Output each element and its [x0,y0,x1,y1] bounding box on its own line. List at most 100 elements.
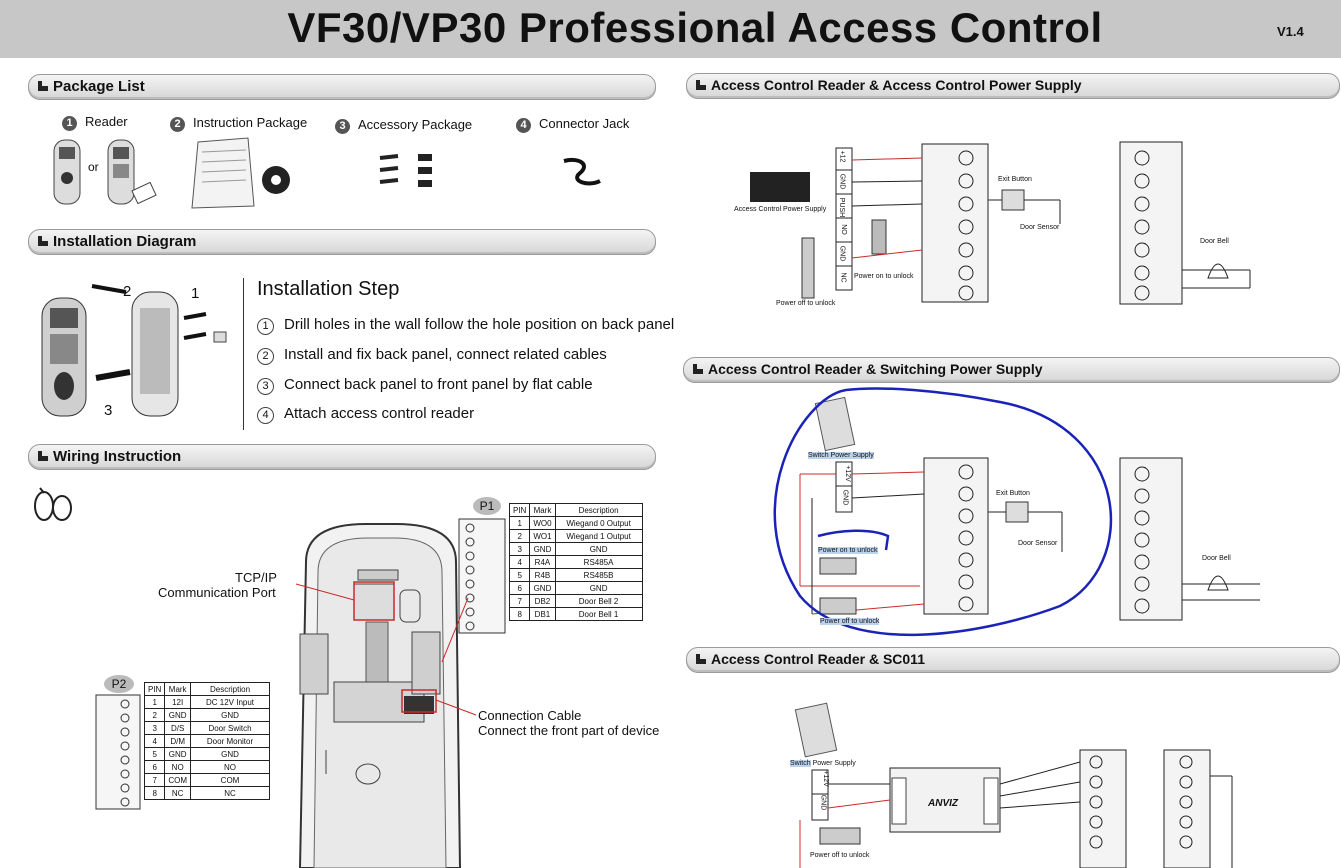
exit-button-label: Exit Button [996,490,1030,497]
item-label: Connector Jack [539,116,630,131]
terminal-label: NO [839,224,847,235]
step-number: 1 [257,318,274,335]
section-header-installation: Installation Diagram [28,229,656,255]
table-cell: 2 [508,529,531,543]
title-bar [0,0,1341,58]
section-header-wiring: Wiring Instruction [28,444,656,470]
table-cell: GND [529,581,556,595]
p1-terminal-block [458,518,506,634]
device-brand: ANVIZ [928,798,958,809]
step-text: Install and fix back panel, connect rela… [284,346,607,363]
section-header-package-list: Package List [28,74,656,100]
item-number: 4 [516,118,531,133]
step-text: Attach access control reader [284,405,475,422]
table-cell: 3 [508,542,531,556]
item-label: Reader [85,114,128,129]
tcp-label-2: Communication Port [158,585,276,600]
table-cell: RS485A [554,555,643,569]
section-title: Access Control Reader & Access Control P… [711,77,1082,93]
table-cell: Wiegand 0 Output [554,516,643,530]
door-bell-label: Door Bell [1202,555,1231,562]
table-header: Description [190,682,271,696]
power-on-label: Power on to unlock [854,273,914,280]
table-cell: 3 [143,721,166,735]
exit-button-label: Exit Button [998,176,1032,183]
cable-ring-icon [34,487,72,521]
table-cell: DB2 [529,594,556,608]
table-cell: GND [190,708,271,722]
door-bell-label: Door Bell [1200,238,1229,245]
table-cell: 5 [508,568,531,582]
callout-3: 3 [104,402,113,419]
section-title: Access Control Reader & SC011 [711,651,925,667]
table-cell: 4 [508,555,531,569]
installation-step: 3 Connect back panel to front panel by fl… [257,376,593,395]
reader-images [53,139,157,205]
table-header-row: PIN Mark Description [143,682,271,696]
back-panel-illustration [298,523,462,868]
panel-c-wiring-diagram [794,702,1233,868]
table-cell: GND [529,542,556,556]
section-title: Access Control Reader & Switching Power … [708,361,1043,377]
door-sensor-label: Door Sensor [1020,224,1060,231]
divider [243,278,244,430]
table-cell: WO0 [529,516,556,530]
callout-1: 1 [191,285,200,302]
item-label: Instruction Package [193,115,308,130]
callout-2: 2 [123,283,132,300]
table-cell: D/M [164,734,192,748]
terminal-label: PUSH [838,197,846,218]
power-off-label: Power off to unlock [810,852,870,859]
step-text: Connect back panel to front panel by fla… [284,376,593,393]
screws-image [379,154,432,187]
table-cell: NC [164,786,192,800]
p1-leader-line [441,597,469,663]
table-cell: GND [164,747,192,761]
installation-illustration [41,284,227,417]
table-cell: 8 [508,607,531,621]
table-cell: NO [190,760,271,774]
table-cell: 12I [164,695,192,709]
package-item-connector: 4 Connector Jack [516,116,629,133]
tcp-label: TCP/IP [235,570,277,585]
table-header-row: PIN Mark Description [508,503,643,517]
table-cell: R4B [529,568,556,582]
table-header: PIN [508,503,531,517]
table-header: PIN [143,682,166,696]
switch-word: Switch [790,760,811,767]
installation-step-title: Installation Step [257,278,400,300]
section-header-panel-b: Access Control Reader & Switching Power … [683,357,1340,383]
table-cell: GND [554,542,643,556]
panel-b-wiring-diagram [773,387,1260,636]
table-cell: Door Bell 2 [554,594,643,608]
terminal-label: GND [819,794,827,811]
step-number: 3 [257,378,274,395]
version-label: V1.4 [1277,24,1304,39]
table-cell: 4 [143,734,166,748]
p2-badge: P2 [104,675,134,693]
section-header-panel-c: Access Control Reader & SC011 [686,647,1340,673]
switch-psu-label: Switch Power Supply [790,760,856,767]
table-cell: GND [554,581,643,595]
table-cell: 6 [508,581,531,595]
table-cell: 7 [143,773,166,787]
step-text: Drill holes in the wall follow the hole … [284,316,675,333]
door-sensor-label: Door Sensor [1018,540,1058,547]
table-cell: 7 [508,594,531,608]
p2-terminal-block [95,694,141,810]
section-title: Installation Diagram [53,233,197,250]
page-title: VF30/VP30 Professional Access Control [287,4,1103,51]
table-cell: NO [164,760,192,774]
table-cell: GND [164,708,192,722]
table-cell: Wiegand 1 Output [554,529,643,543]
table-cell: WO1 [529,529,556,543]
